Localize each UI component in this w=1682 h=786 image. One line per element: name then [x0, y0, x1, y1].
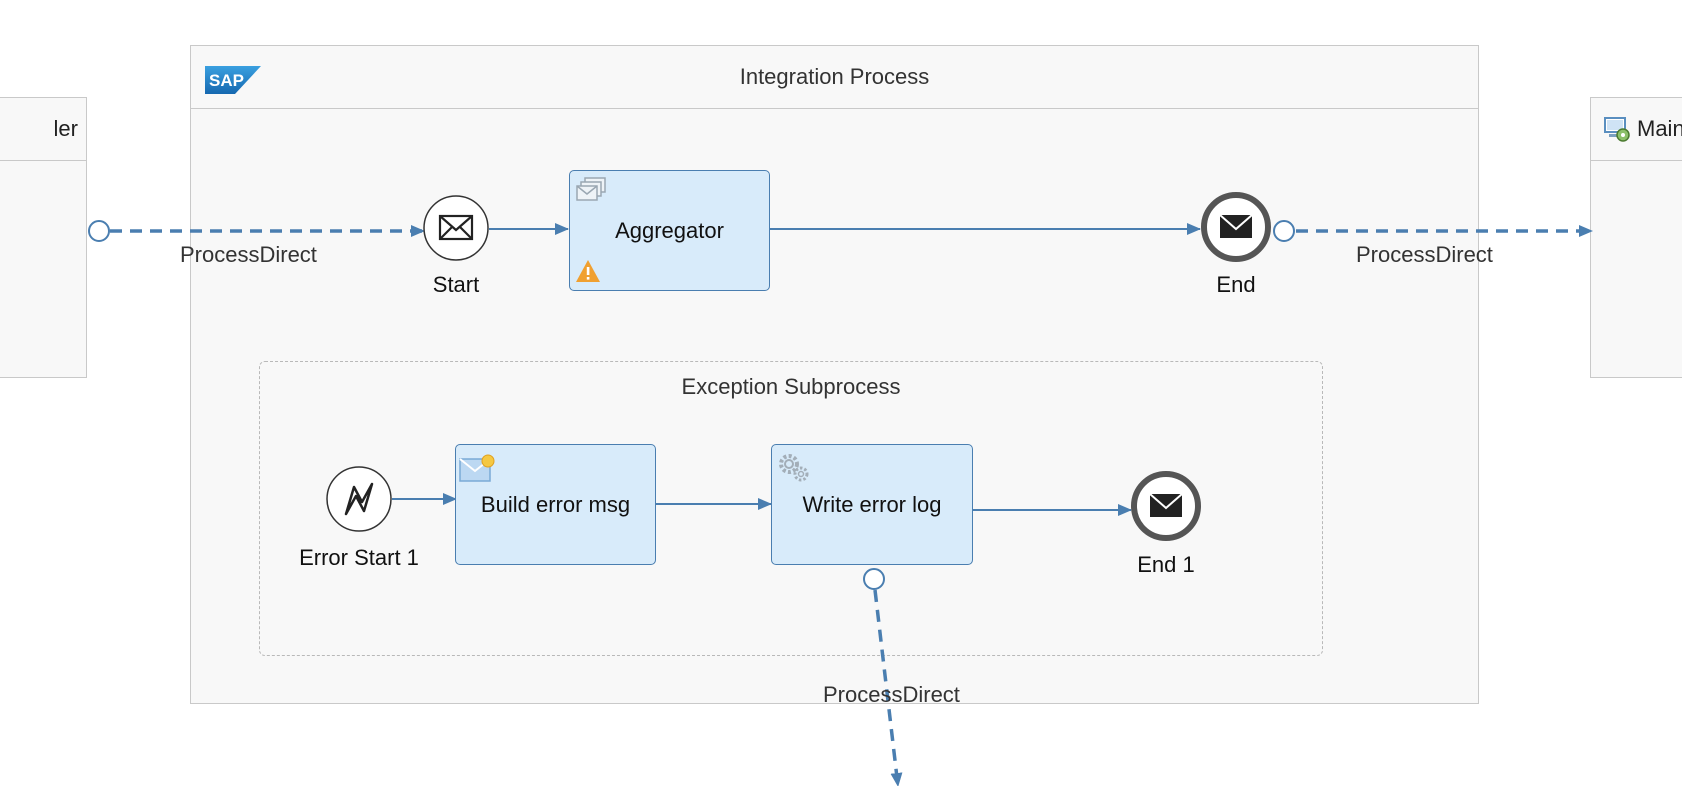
- subprocess-title: Exception Subprocess: [681, 374, 901, 399]
- sap-logo-icon: SAP: [205, 66, 261, 100]
- integration-process-pool[interactable]: SAP Integration Process: [190, 45, 1479, 704]
- receiver-participant[interactable]: Main: [1590, 97, 1682, 378]
- error-start-label: Error Start 1: [299, 545, 419, 570]
- end1-event[interactable]: [1131, 471, 1201, 541]
- end-event[interactable]: [1201, 192, 1271, 262]
- aggregator-label: Aggregator: [615, 217, 724, 243]
- lightning-icon: [344, 482, 374, 516]
- error-start-event[interactable]: [326, 466, 392, 532]
- envelope-icon: [438, 214, 474, 241]
- aggregator-task[interactable]: Aggregator: [569, 170, 770, 291]
- build-error-msg-label: Build error msg: [480, 491, 631, 517]
- sender-participant[interactable]: ler: [0, 97, 87, 378]
- gear-icon: [776, 451, 810, 489]
- message-flow-out-origin: [1273, 220, 1295, 242]
- start-label: Start: [432, 272, 480, 297]
- svg-text:SAP: SAP: [209, 71, 244, 90]
- flow-label-down: ProcessDirect: [823, 682, 960, 707]
- participant-icon: [1603, 115, 1631, 143]
- flow-label-out: ProcessDirect: [1356, 242, 1493, 267]
- warning-icon[interactable]: [575, 259, 601, 289]
- exception-subprocess[interactable]: Exception Subprocess: [259, 361, 1323, 656]
- flow-label-in: ProcessDirect: [180, 242, 317, 267]
- aggregator-icon: [575, 176, 609, 208]
- write-error-log-task[interactable]: Write error log: [771, 444, 973, 565]
- pool-header: SAP Integration Process: [191, 46, 1478, 109]
- build-error-msg-task[interactable]: Build error msg: [455, 444, 656, 565]
- sender-participant-label: ler: [53, 116, 78, 141]
- start-event[interactable]: [423, 195, 489, 261]
- envelope-icon: [1219, 214, 1253, 238]
- end1-label: End 1: [1137, 552, 1195, 577]
- receiver-participant-label: Main: [1637, 116, 1682, 141]
- write-error-log-label: Write error log: [802, 491, 942, 517]
- message-flow-down-origin: [863, 568, 885, 590]
- pool-title: Integration Process: [739, 64, 930, 89]
- message-flow-in-origin: [88, 220, 110, 242]
- content-modifier-icon: [459, 453, 495, 489]
- end-label: End: [1216, 272, 1256, 297]
- envelope-icon: [1149, 493, 1183, 517]
- message-flow-down: [873, 589, 903, 786]
